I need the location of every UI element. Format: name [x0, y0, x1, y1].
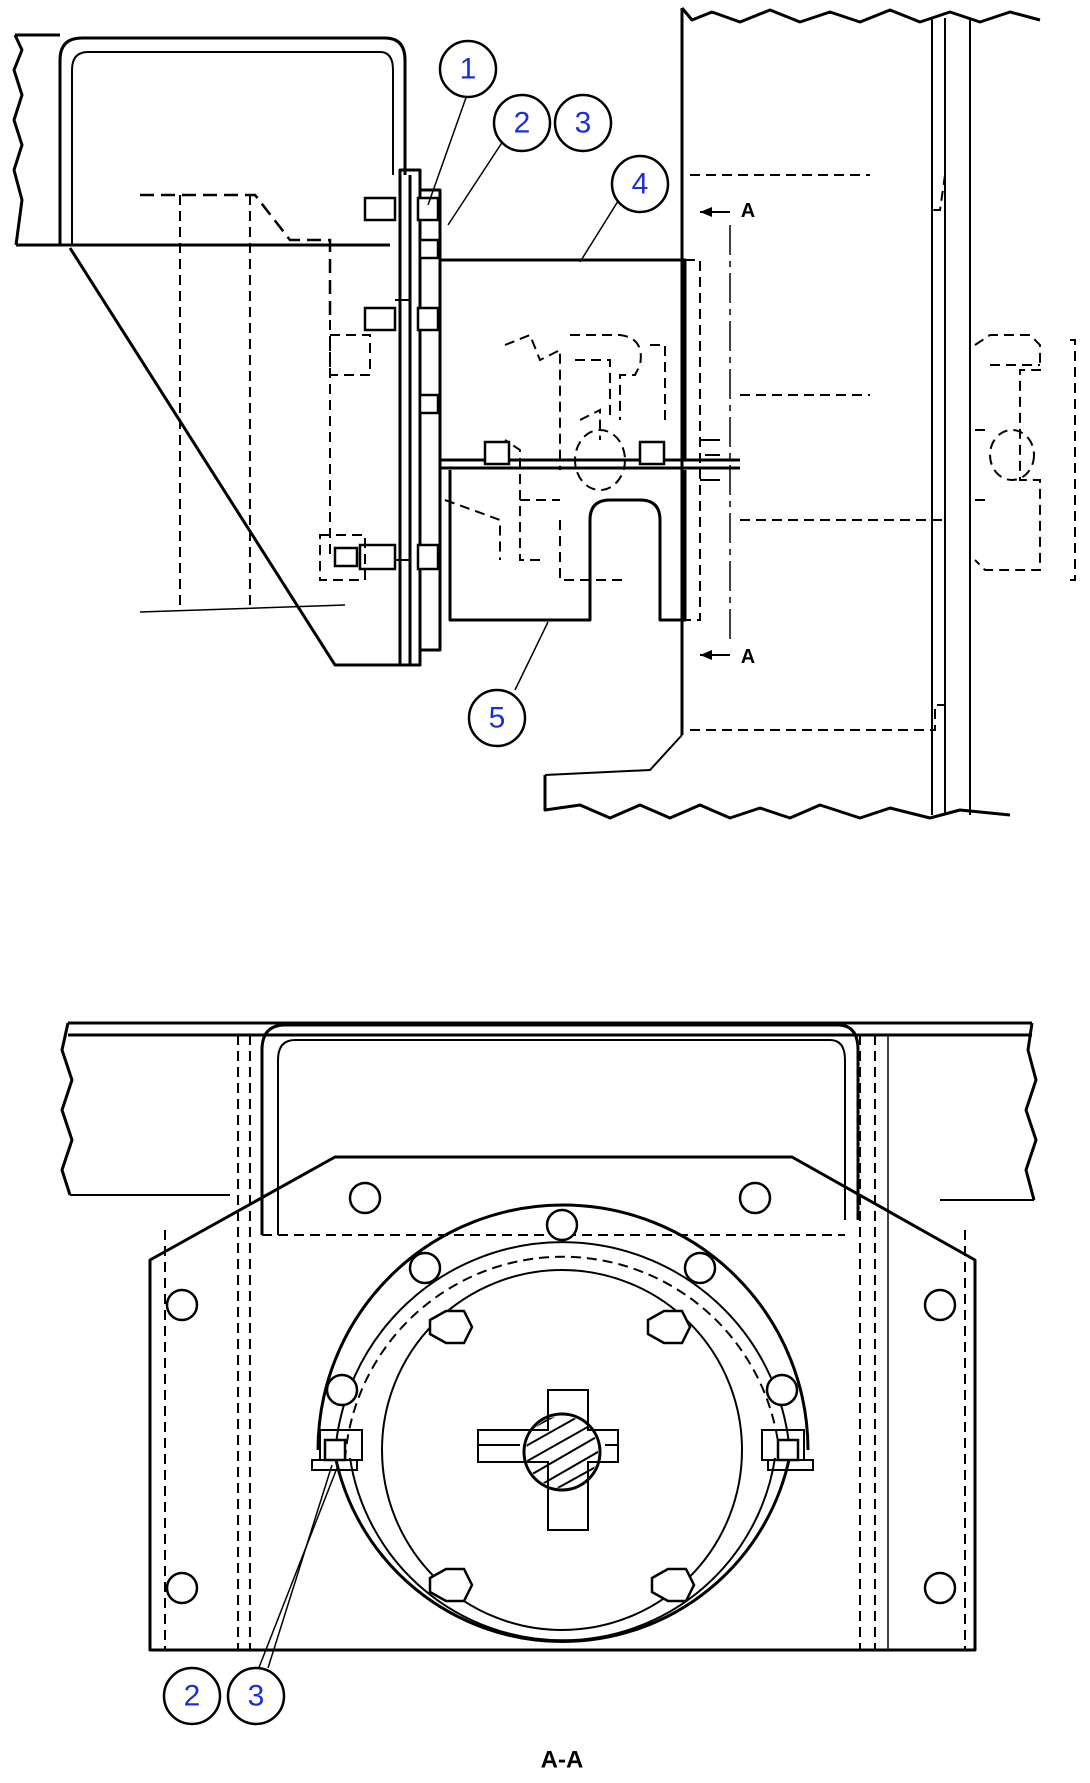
cross-yoke: [477, 1389, 619, 1531]
section-mark-lower: A: [741, 646, 755, 668]
mounting-plate-bolts: [165, 1181, 957, 1605]
svg-text:4: 4: [632, 168, 649, 201]
callout-5: 5: [467, 688, 527, 748]
shaft-hatch: [526, 1416, 598, 1488]
section-view-label: A-A: [541, 1747, 584, 1774]
svg-text:5: 5: [489, 702, 506, 735]
callout-3-lower: 3: [226, 1666, 286, 1726]
top-view: A A 1 2 3 4 5: [12, 7, 1076, 820]
svg-text:2: 2: [514, 107, 531, 140]
svg-text:1: 1: [460, 53, 477, 86]
svg-text:3: 3: [248, 1680, 265, 1713]
bearing-flange: [311, 1203, 814, 1643]
svg-text:3: 3: [575, 107, 592, 140]
yoke-hidden-lines: [444, 333, 666, 581]
callout-2: 2: [492, 93, 552, 153]
callout-4: 4: [610, 154, 670, 214]
callout-3: 3: [553, 93, 613, 153]
section-mark-upper: A: [741, 200, 755, 222]
plate-bolts: [333, 196, 440, 571]
section-view: 2 3 A-A: [60, 1021, 1038, 1774]
right-yoke-hidden: [974, 334, 1076, 581]
svg-text:2: 2: [184, 1680, 201, 1713]
callout-2-lower: 2: [162, 1666, 222, 1726]
callout-1: 1: [438, 39, 498, 99]
